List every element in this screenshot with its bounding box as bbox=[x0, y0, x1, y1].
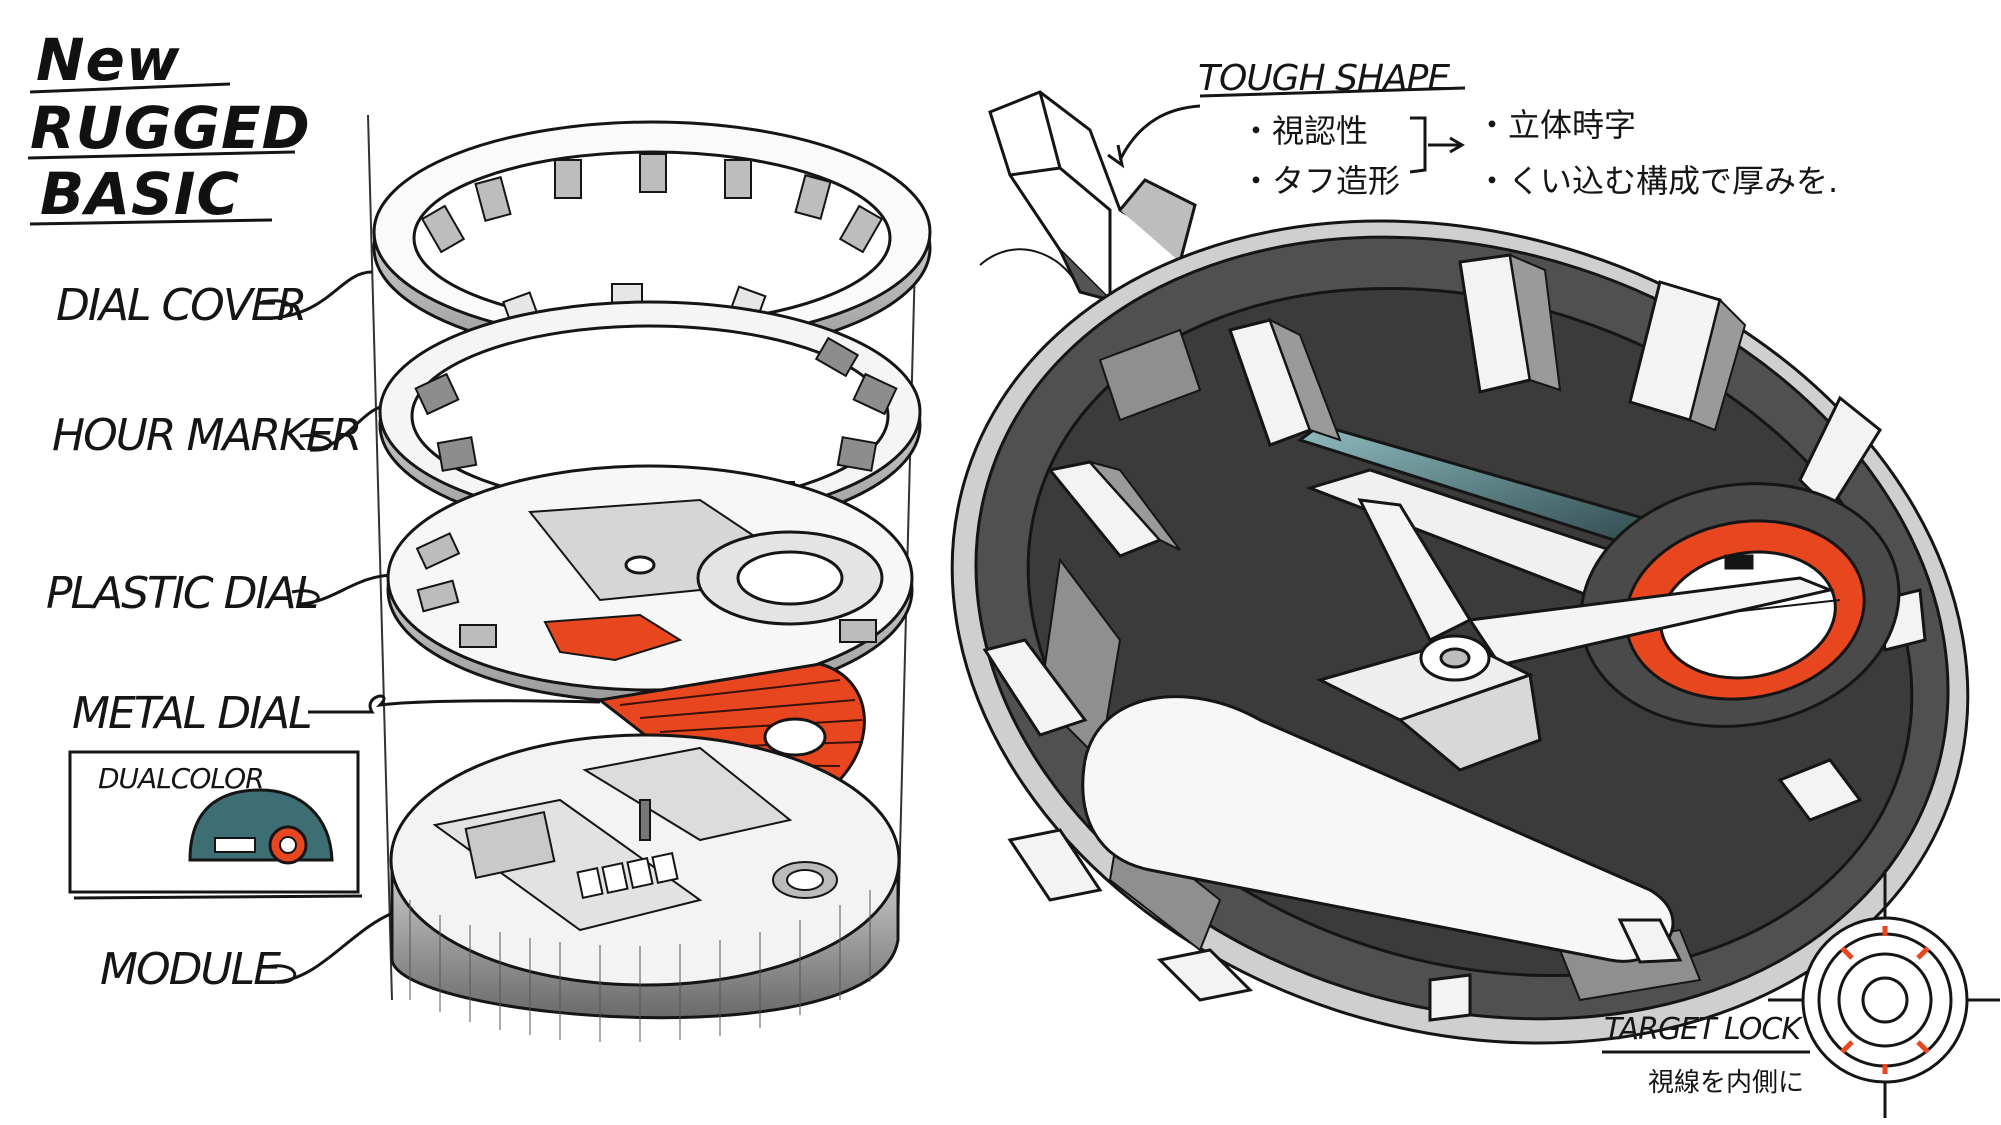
module-drawing bbox=[389, 733, 901, 1042]
label-metal-dial: METAL DIAL bbox=[72, 688, 313, 739]
hour-marker-drawing bbox=[378, 300, 922, 537]
label-module: MODULE bbox=[100, 944, 281, 995]
dualcolor-box bbox=[68, 750, 363, 900]
label-target-lock: TARGET LOCK bbox=[1604, 1012, 1801, 1047]
note-visibility: ・視認性 bbox=[1240, 112, 1369, 150]
tough-shape-sketch bbox=[979, 86, 1466, 316]
dial-perspective-drawing bbox=[950, 219, 1970, 1045]
note-thickness: ・くい込む構成で厚みを. bbox=[1476, 162, 1839, 200]
label-hour-marker: HOUR MARKER bbox=[52, 410, 362, 461]
target-lock-drawing bbox=[1602, 870, 2000, 1118]
note-tough-form: ・タフ造形 bbox=[1240, 162, 1401, 200]
title-new: New bbox=[36, 26, 181, 94]
label-dial-cover: DIAL COVER bbox=[56, 280, 307, 331]
tough-shape-arrow bbox=[1409, 116, 1465, 174]
leader-lines bbox=[261, 270, 601, 984]
title-rugged: RUGGED bbox=[30, 94, 311, 162]
label-tough-shape: TOUGH SHAPE bbox=[1198, 58, 1450, 99]
dial-cover-drawing bbox=[372, 120, 932, 360]
label-plastic-dial: PLASTIC DIAL bbox=[46, 568, 319, 619]
plastic-dial-drawing bbox=[386, 464, 914, 704]
label-dualcolor: DUALCOLOR bbox=[98, 762, 265, 795]
note-3d-numerals: ・立体時字 bbox=[1476, 106, 1637, 144]
title-basic: BASIC bbox=[40, 160, 241, 228]
title-underlines bbox=[27, 82, 296, 226]
note-gaze-inward: 視線を内側に bbox=[1648, 1068, 1805, 1098]
